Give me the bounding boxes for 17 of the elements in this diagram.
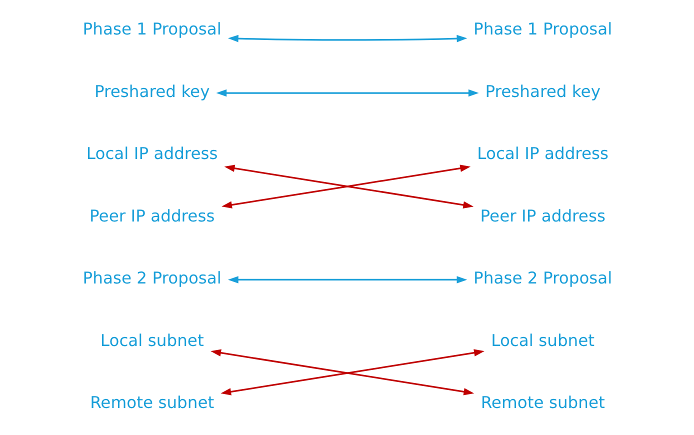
arrow: [227, 34, 467, 42]
node-text: Peer IP address: [480, 206, 605, 226]
node-text: Preshared key: [484, 82, 600, 101]
arrow: [216, 89, 478, 97]
node-text: Local IP address: [476, 144, 608, 164]
node-text: Preshared key: [94, 82, 210, 101]
node-text: Local subnet: [490, 330, 594, 350]
node-text: Phase 1 Proposal: [82, 20, 221, 39]
node-text: Phase 2 Proposal: [82, 268, 221, 288]
node-text: Remote subnet: [90, 393, 214, 412]
node-text: Remote subnet: [480, 393, 604, 412]
node-text: Peer IP address: [89, 206, 214, 226]
node-text: Phase 1 Proposal: [473, 20, 612, 39]
node-text: Local IP address: [86, 144, 218, 164]
node-text: Phase 2 Proposal: [473, 268, 612, 288]
node-text: Local subnet: [100, 330, 204, 350]
arrow: [227, 276, 467, 284]
